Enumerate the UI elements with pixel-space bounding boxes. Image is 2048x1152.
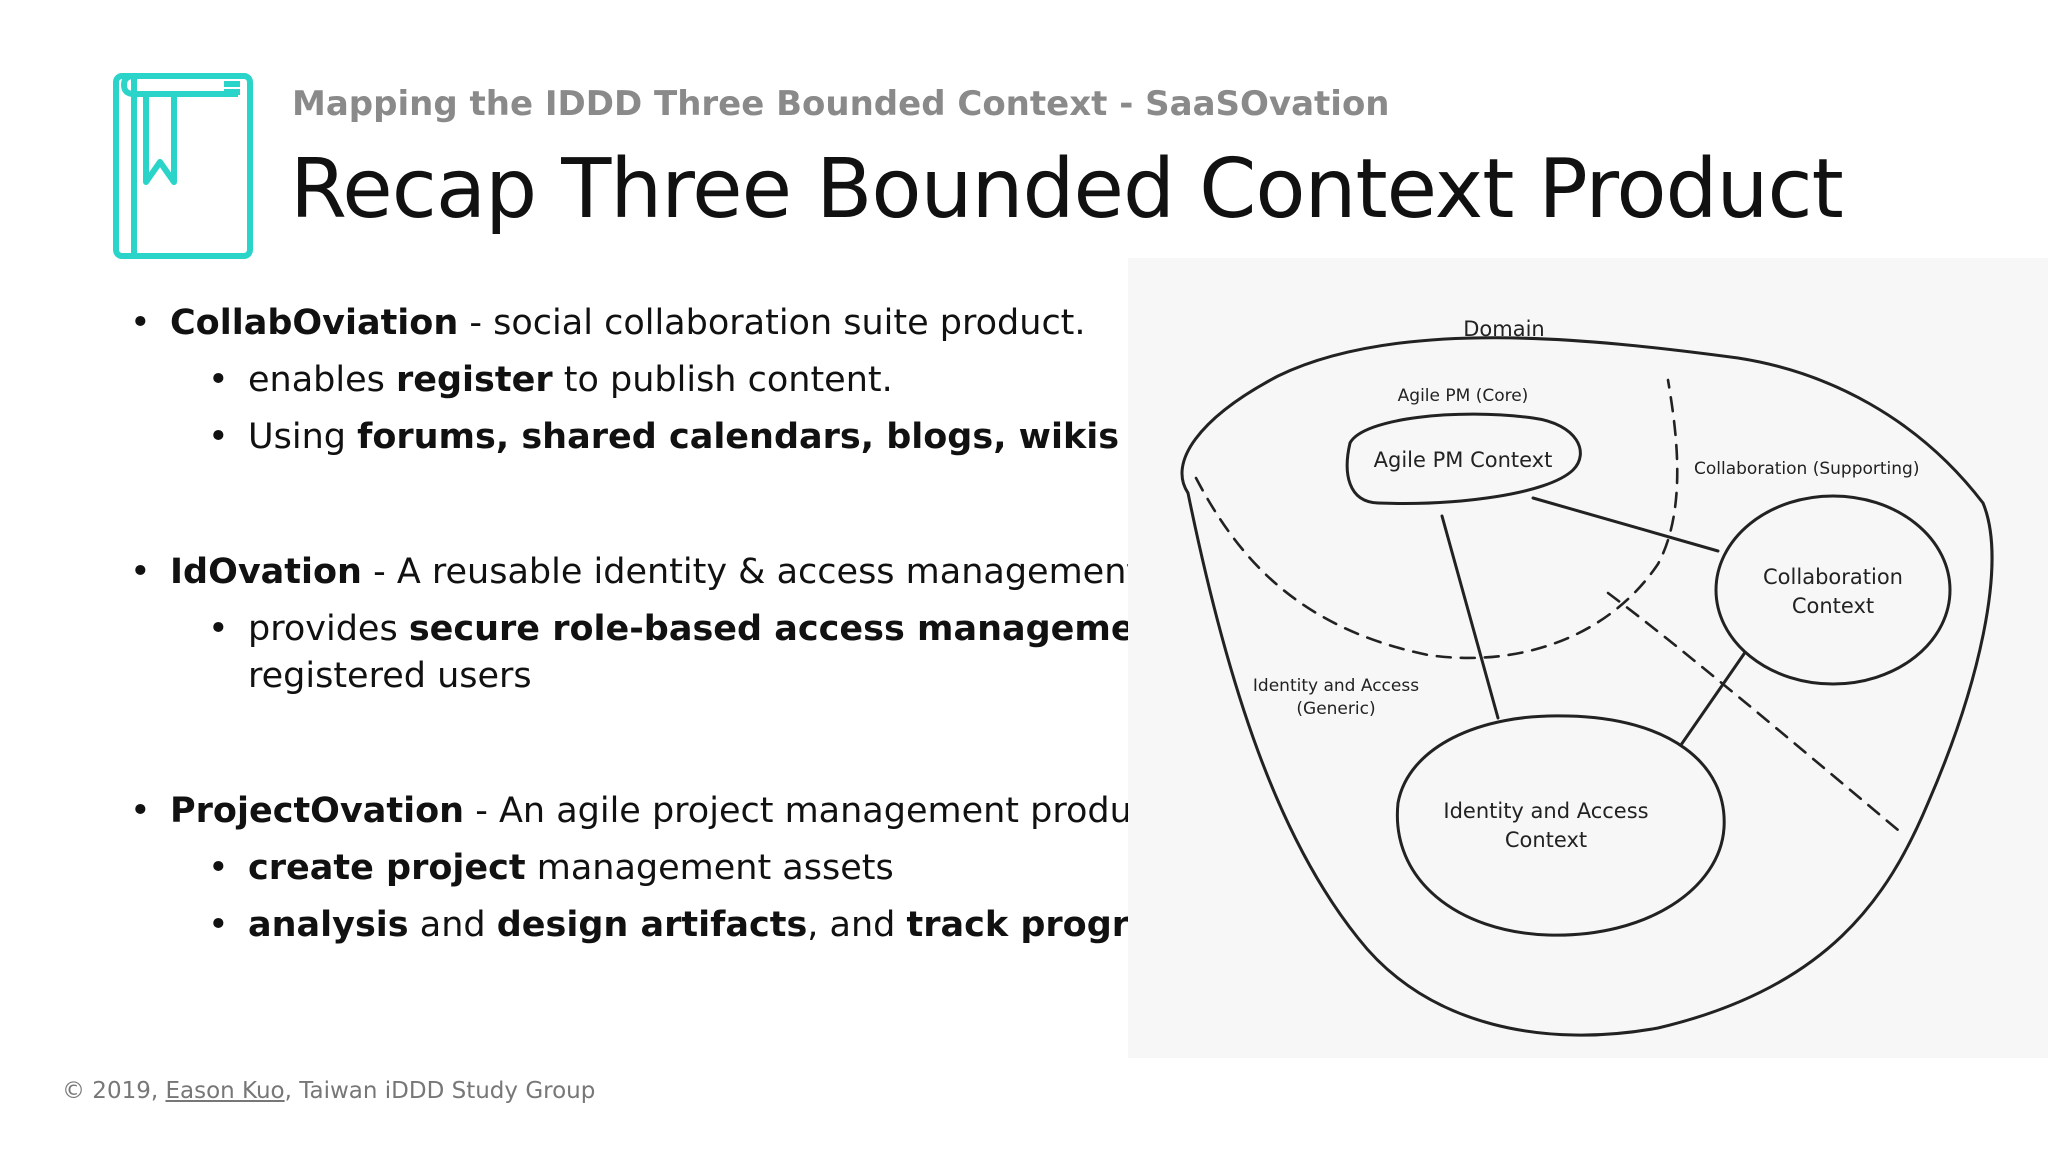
product-description: - A reusable identity & access managemen…: [361, 552, 1272, 592]
product-name: CollabOviation: [170, 303, 459, 343]
core-subdomain-label: Agile PM (Core): [1398, 386, 1529, 406]
collab-context-label-line1: Collaboration: [1763, 565, 1903, 589]
core-subdomain-boundary: [1194, 378, 1679, 660]
product-description: - An agile project management product.: [464, 791, 1176, 831]
link-agile-identity: [1440, 514, 1500, 720]
bullet-item: CollabOviation - social collaboration su…: [130, 300, 1250, 347]
footer-credit: © 2019, Eason Kuo, Taiwan iDDD Study Gro…: [62, 1078, 595, 1104]
sub-bullet-item: Using forums, shared calendars, blogs, w…: [208, 414, 1250, 461]
sub-text: provides: [248, 609, 409, 649]
diagram-svg: Domain Agile PM (Core) Collaboration (Su…: [1180, 317, 1994, 1037]
sub-bullet-item: enables register to publish content.: [208, 357, 1250, 404]
sub-bold: register: [396, 360, 553, 400]
sub-text: , and: [807, 905, 907, 945]
generic-subdomain-label-line2: (Generic): [1296, 699, 1375, 719]
generic-subdomain-label-line1: Identity and Access: [1253, 676, 1419, 696]
product-name: IdOvation: [170, 552, 362, 592]
sub-text: and: [408, 905, 497, 945]
bullet-list: CollabOviation - social collaboration su…: [130, 300, 1271, 949]
bounded-context-diagram: Domain Agile PM (Core) Collaboration (Su…: [1128, 258, 2048, 1058]
sub-text-line2: registered users: [248, 656, 532, 696]
sub-bullet-item: create project management assets: [208, 845, 1250, 892]
bullet-item: ProjectOvation - An agile project manage…: [130, 788, 1250, 835]
identity-context-label-line2: Context: [1505, 828, 1587, 852]
slide-subtitle: Mapping the IDDD Three Bounded Context -…: [292, 84, 1390, 124]
identity-context-label-line1: Identity and Access: [1443, 799, 1648, 823]
bullet-group-id: IdOvation - A reusable identity & access…: [130, 549, 1271, 700]
bullet-group-collab: CollabOviation - social collaboration su…: [130, 300, 1250, 461]
domain-boundary: [1180, 336, 1994, 1037]
sub-bold: design artifacts: [496, 905, 808, 945]
supporting-subdomain-boundary: [1606, 591, 1900, 832]
product-name: ProjectOvation: [170, 791, 465, 831]
supporting-subdomain-label: Collaboration (Supporting): [1694, 459, 1919, 479]
sub-bold: forums, shared calendars, blogs, wikis: [357, 417, 1120, 457]
collaboration-context: [1714, 494, 1952, 686]
slide-title: Recap Three Bounded Context Product: [290, 142, 1844, 237]
sub-bold: secure role-based access management: [408, 609, 1177, 649]
sub-bullet-item: provides secure role-based access manage…: [208, 606, 1250, 700]
link-agile-collab: [1531, 496, 1720, 553]
domain-label: Domain: [1463, 317, 1545, 341]
footer-suffix: , Taiwan iDDD Study Group: [284, 1078, 596, 1104]
collab-context-label-line2: Context: [1792, 594, 1874, 618]
bullet-item: IdOvation - A reusable identity & access…: [130, 549, 1271, 596]
agile-context-label: Agile PM Context: [1374, 448, 1553, 472]
agile-pm-context: [1345, 412, 1582, 505]
identity-access-context: [1395, 714, 1726, 937]
product-description: - social collaboration suite product.: [458, 303, 1086, 343]
footer-prefix: © 2019,: [62, 1078, 166, 1104]
sub-bold: create project: [248, 848, 526, 888]
sub-bold: analysis: [248, 905, 409, 945]
link-collab-identity: [1672, 649, 1748, 757]
sub-text: Using: [248, 417, 358, 457]
sub-text: management assets: [525, 848, 894, 888]
bullet-group-project: ProjectOvation - An agile project manage…: [130, 788, 1250, 949]
book-bookmark-icon: [113, 73, 253, 259]
sub-bullet-item: analysis and design artifacts, and track…: [208, 902, 1250, 949]
sub-text: to publish content.: [552, 360, 893, 400]
sub-text: enables: [248, 360, 396, 400]
author-link[interactable]: Eason Kuo: [165, 1078, 285, 1104]
